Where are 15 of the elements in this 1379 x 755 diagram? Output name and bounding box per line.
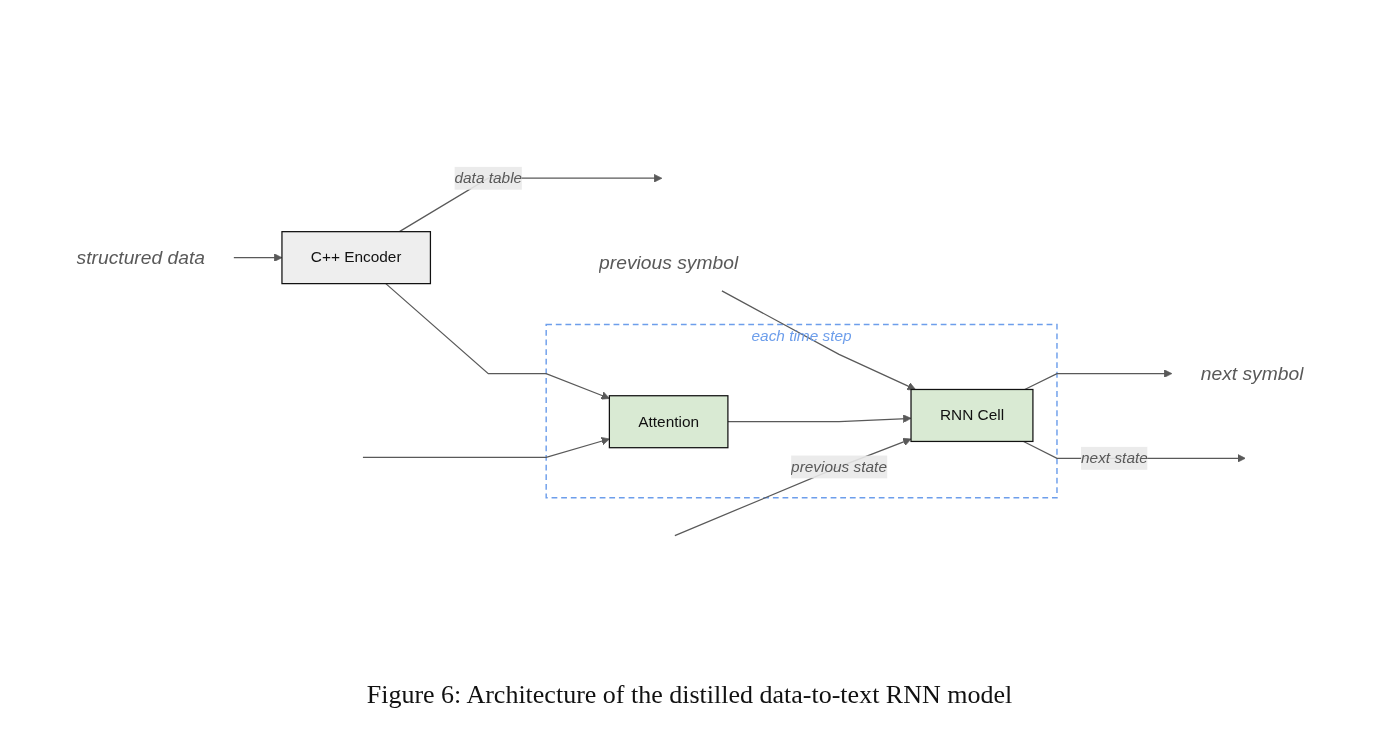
- edge-label: data table: [453, 169, 522, 186]
- arrow: [673, 437, 911, 536]
- node-box: Attention: [608, 394, 729, 449]
- arrow: [1023, 369, 1172, 390]
- edge-label: next state: [1080, 449, 1148, 466]
- node-text: structured data: [76, 246, 205, 268]
- figure-caption: Figure 6: Architecture of the distilled data-to-text RNN model: [366, 679, 1013, 710]
- arrow: [232, 253, 282, 262]
- node-text: previous symbol: [598, 251, 738, 273]
- edge-label: previous state: [790, 457, 887, 475]
- node-text: next symbol: [1200, 362, 1303, 384]
- node-box: C++ Encoder: [280, 230, 431, 284]
- arrow: [384, 282, 610, 400]
- node-box: RNN Cell: [909, 388, 1034, 442]
- arrow: [720, 289, 916, 390]
